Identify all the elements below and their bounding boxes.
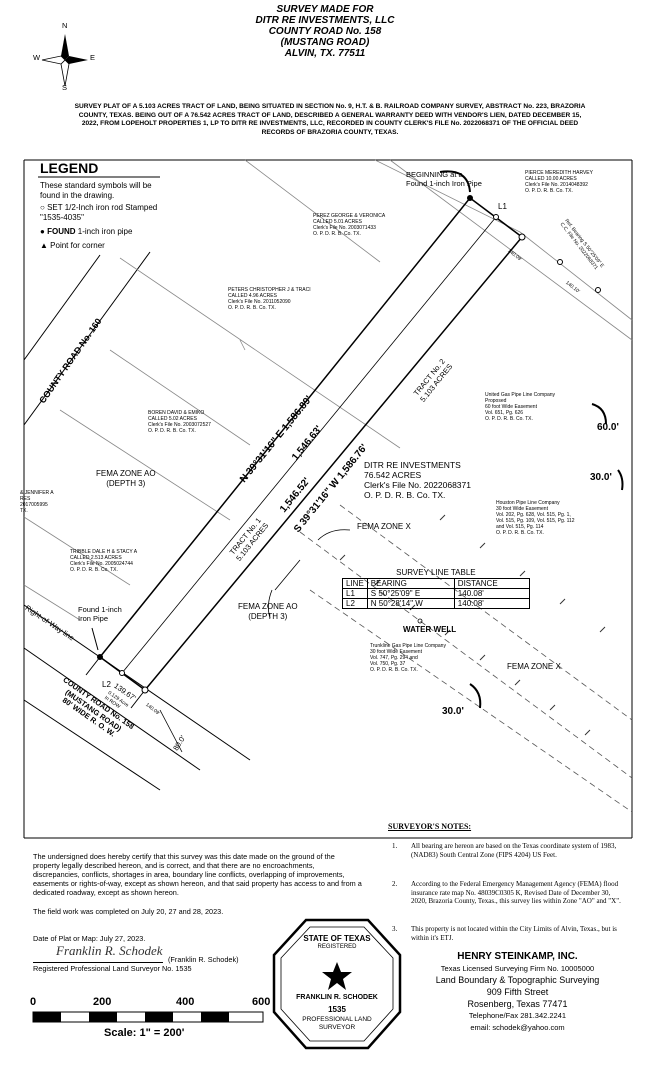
trunkline-easement-label: Trunkline Gas Pipe Line Company 30 foot …	[370, 643, 446, 673]
table-cell: N 50°28'14" W	[366, 597, 455, 609]
scale-tick-600: 600	[252, 996, 271, 1008]
notes-title: SURVEYOR'S NOTES:	[388, 822, 472, 831]
scale-tick-200: 200	[93, 996, 112, 1008]
open-circle-icon: ○	[40, 203, 45, 212]
fema-ao-label-2: FEMA ZONE AO (DEPTH 3)	[238, 602, 298, 621]
title-line-3: COUNTY ROAD No. 158	[268, 26, 382, 37]
seal-name: FRANKLIN R. SCHODEK	[296, 994, 378, 1001]
firm-license: Texas Licensed Surveying Firm No. 100050…	[440, 964, 595, 973]
seal-state: STATE OF TEXAS	[303, 934, 371, 943]
compass-w: W	[33, 53, 41, 62]
survey-line-table: SURVEY LINE TABLE LINE BEARING DISTANCE …	[342, 568, 530, 609]
perez-parcel-label: PEREZ GEORGE & VERONICA CALLED 5.01 ACRE…	[313, 213, 386, 237]
table-cell: L1	[342, 587, 368, 599]
note-1-num: 1.	[392, 842, 398, 850]
table-header: DISTANCE	[453, 577, 530, 589]
title-line-5: ALVIN, TX. 77511	[284, 48, 366, 59]
l1-label: L1	[498, 202, 507, 211]
boren-parcel-label: BOREN DAVID & EMIKO CALLED 5.02 ACRES Cl…	[148, 410, 211, 434]
tribble-parcel-label: TRIBBLE DALE H & STACY A CALLED 2.513 AC…	[70, 549, 138, 573]
firm-address: 909 Fifth Street	[486, 987, 549, 997]
united-gas-easement-label: United Gas Pipe Line Company Proposed 60…	[485, 392, 556, 422]
beginning-label: BEGINNING at a Found 1-inch Iron Pipe	[406, 170, 482, 188]
survey-table-grid: LINE BEARING DISTANCE L1 S 50°25'09" E 1…	[342, 577, 530, 609]
legend-item-corner: ▲ Point for corner	[40, 241, 105, 250]
signature-line	[33, 962, 163, 963]
firm-city: Rosenberg, Texas 77471	[467, 999, 568, 1009]
title-line-4: (MUSTANG ROAD)	[280, 37, 370, 48]
firm-service: Land Boundary & Topographic Surveying	[435, 975, 600, 985]
scale-tick-400: 400	[176, 996, 195, 1008]
table-cell: S 50°25'09" E	[366, 587, 455, 599]
firm-phone: Telephone/Fax 281.342.2241	[468, 1011, 567, 1020]
jennifer-parcel-label: & JENNIFER A RES 2017005995 TX.	[20, 490, 54, 514]
legend-item-set-rod: ○ SET 1/2-Inch iron rod Stamped "1535-40…	[40, 203, 158, 222]
table-cell: 140.08'	[453, 597, 530, 609]
title-line-1: SURVEY MADE FOR	[276, 4, 374, 15]
table-header: BEARING	[366, 577, 455, 589]
triangle-icon: ▲	[40, 241, 48, 250]
compass-e: E	[90, 53, 96, 62]
l2-label: L2	[102, 680, 111, 689]
legend-title: LEGEND	[40, 160, 99, 176]
survey-table-title: SURVEY LINE TABLE	[396, 568, 476, 577]
scale-label: Scale: 1" = 200'	[104, 1027, 185, 1039]
legend-intro: These standard symbols will be found in …	[40, 181, 152, 200]
note-1: All bearing are hereon are based on the …	[411, 842, 617, 859]
harvey-parcel-label: PIERCE MEREDITH HARVEY CALLED 10.00 ACRE…	[525, 170, 593, 194]
filled-circle-icon: ●	[40, 227, 45, 236]
firm-email: email: schodek@yahoo.com	[470, 1023, 565, 1032]
dim-30-bot: 30.0'	[442, 706, 464, 717]
water-well-label: WATER WELL	[403, 625, 457, 634]
fema-x-label-2: FEMA ZONE X	[507, 662, 561, 671]
table-row: L2 N 50°28'14" W 140.08'	[342, 597, 530, 609]
table-cell: 140.08'	[453, 587, 530, 599]
firm-block: HENRY STEINKAMP, INC. Texas Licensed Sur…	[405, 950, 630, 1034]
signature: Franklin R. Schodek	[56, 943, 163, 958]
found-pipe-label: Found 1-inch Iron Pipe	[78, 605, 122, 623]
note-3: This property is not located within the …	[411, 925, 617, 942]
date-of-plat: Date of Plat or Map: July 27, 2023.	[33, 934, 146, 943]
firm-name: HENRY STEINKAMP, INC.	[457, 951, 578, 962]
table-cell: L2	[342, 597, 368, 609]
field-work-text: The field work was completed on July 20,…	[33, 907, 224, 916]
surveyor-name: (Franklin R. Schodek)	[168, 955, 239, 964]
fema-x-label-1: FEMA ZONE X	[357, 522, 411, 531]
registration-line: Registered Professional Land Surveyor No…	[33, 964, 192, 973]
dim-60: 60.0'	[597, 422, 619, 433]
north-arrow-icon	[30, 28, 100, 92]
note-3-num: 3.	[392, 925, 398, 933]
houston-pipeline-easement-label: Houston Pipe Line Company 30 foot Wide E…	[496, 500, 575, 536]
seal-number: 1535	[328, 1005, 346, 1014]
note-2: According to the Federal Emergency Manag…	[411, 880, 621, 905]
note-2-num: 2.	[392, 880, 398, 888]
table-row: L1 S 50°25'09" E 140.08'	[342, 587, 530, 599]
compass-n: N	[62, 21, 68, 30]
compass-s: S	[62, 83, 68, 92]
seal-registered: REGISTERED	[317, 944, 357, 950]
ditr-parcel-label: DITR RE INVESTMENTS 76.542 ACRES Clerk's…	[364, 460, 471, 500]
seal-bottom: PROFESSIONAL LAND SURVEYOR	[302, 1016, 372, 1031]
peters-parcel-label: PETERS CHRISTOPHER J & TRACI CALLED 4.96…	[228, 287, 311, 311]
plat-description: SURVEY PLAT OF A 5.103 ACRES TRACT OF LA…	[74, 103, 586, 136]
title-line-2: DITR RE INVESTMENTS, LLC	[255, 15, 395, 26]
legend-item-found-pipe: ● FOUND 1-inch iron pipe	[40, 227, 133, 236]
table-header: LINE	[342, 577, 368, 589]
title-block: SURVEY MADE FOR DITR RE INVESTMENTS, LLC…	[0, 4, 650, 59]
certification-text: The undersigned does hereby certify that…	[33, 852, 362, 897]
fema-ao-label-1: FEMA ZONE AO (DEPTH 3)	[96, 469, 156, 488]
dim-30-top: 30.0'	[590, 472, 612, 483]
scale-tick-0: 0	[30, 996, 37, 1008]
